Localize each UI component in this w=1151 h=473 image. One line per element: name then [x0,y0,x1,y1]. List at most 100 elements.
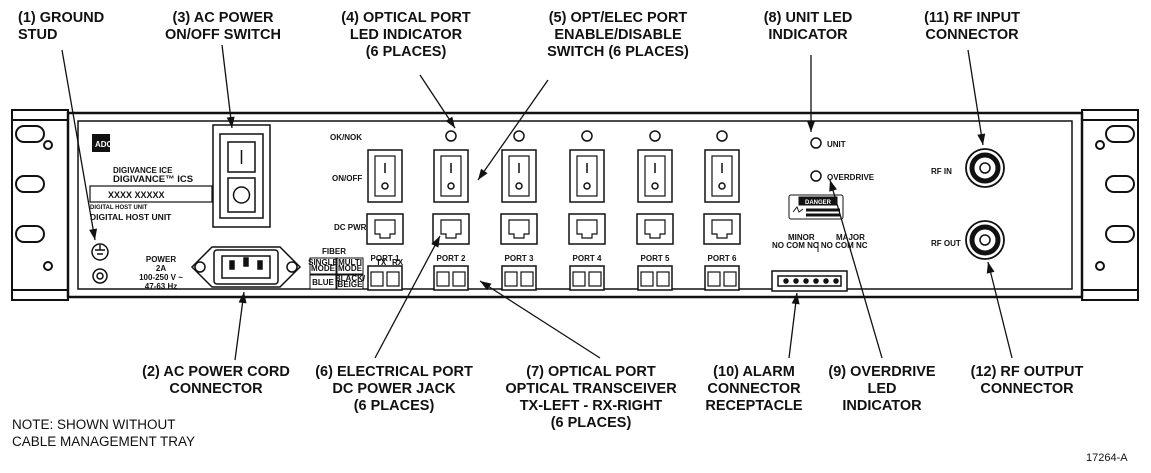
dc-pwr-label: DC PWR [334,223,367,232]
model-label: XXXX XXXXX [108,190,165,200]
figure-id: 17264-A [1086,452,1128,464]
ground-stud [91,243,109,284]
adc-logo: ADC [92,134,113,152]
leader-arrowhead [829,180,837,192]
ac-power-inlet [190,246,302,288]
major-label: MAJOR [836,233,865,242]
switch-off-mark [583,182,591,190]
alarm-connector [771,270,848,292]
danger-label-text: DANGER [805,200,832,206]
port-switch-rocker [440,155,462,197]
port-column-6: PORT 6 [703,130,741,291]
leader-line [829,179,883,359]
danger-label [788,194,844,220]
optical-port-led [649,130,661,142]
dc-power-jack-socket [374,219,396,239]
ok-nok-label: OK/NOK [330,133,362,142]
multi-mode-label-1: MULTI [338,258,362,267]
port-label: PORT 3 [505,254,534,263]
dc-power-jack-socket [711,219,733,239]
leader-line [987,261,1013,359]
leader-arrowhead [986,262,995,274]
single-mode-label-2: MODE [311,264,336,273]
model-sub-label: DIGITAL HOST UNIT [90,205,148,211]
rf-in-label: RF IN [931,167,952,176]
leader-arrowhead [89,228,98,240]
power-label-4: 47-63 Hz [145,282,177,291]
dc-power-jack-socket [440,219,462,239]
transceiver-tx [707,271,721,287]
leader-line [374,235,441,359]
brand-text: DIGIVANCE™ ICS [113,174,193,185]
dc-power-jack [366,213,404,245]
port-switch-rocker [508,155,530,197]
switch-off-mark [447,182,455,190]
fiber-label: FIBER [322,247,346,256]
port-switch-rocker [374,155,396,197]
black-beige-label-2: BEIGE [338,280,364,289]
leader-arrowhead [238,292,247,304]
port-label: PORT 2 [437,254,466,263]
leader-line [479,280,601,359]
port-column-3: PORT 3 [500,130,538,291]
port-switch-rocker [644,155,666,197]
leader-arrowhead [977,133,986,145]
port-label: PORT 4 [573,254,602,263]
left-mounting-bracket [11,109,69,301]
alarm-pin-labels: NO COM NC NO COM NC [772,241,868,250]
on-off-label: ON/OFF [332,174,362,183]
leader-arrowhead [431,236,440,248]
leader-arrowhead [791,293,800,305]
port-label: PORT 5 [641,254,670,263]
power-label-3: 100-250 V ~ [139,273,183,282]
multi-mode-label-2: MODE [338,264,363,273]
power-label-1: POWER [146,255,176,264]
optical-port-led [581,130,593,142]
unit-led [810,137,822,149]
dc-power-jack-socket [508,219,530,239]
overdrive-led [810,170,822,182]
transceiver-rx [723,271,737,287]
transceiver-rx [386,271,400,287]
port-label: PORT 1 [371,254,400,263]
leader-line [234,291,245,361]
transceiver-tx [436,271,450,287]
svg-text:ADC: ADC [95,140,113,149]
switch-off-mark [515,182,523,190]
switch-off-mark [651,182,659,190]
transceiver-tx [640,271,654,287]
transceiver-tx [370,271,384,287]
rf-output-connector [965,220,1005,260]
switch-off-mark [718,182,726,190]
fiber-legend [309,257,364,290]
transceiver-tx [572,271,586,287]
rf-input-connector [965,148,1005,188]
dc-power-jack-socket [644,219,666,239]
port-switch-rocker [711,155,733,197]
leader-line [61,49,96,241]
leader-arrowhead [226,116,235,128]
optical-port-led [513,130,525,142]
leader-arrowhead [480,281,492,291]
optical-port-led [445,130,457,142]
leader-line [221,44,233,129]
optical-port-led [716,130,728,142]
unit-name-label: DIGITAL HOST UNIT [90,212,172,222]
unit-led-label: UNIT [827,140,846,149]
model-label-box [89,185,213,203]
leader-line [967,49,984,146]
transceiver-rx [520,271,534,287]
dc-power-jack-socket [576,219,598,239]
transceiver-rx [656,271,670,287]
